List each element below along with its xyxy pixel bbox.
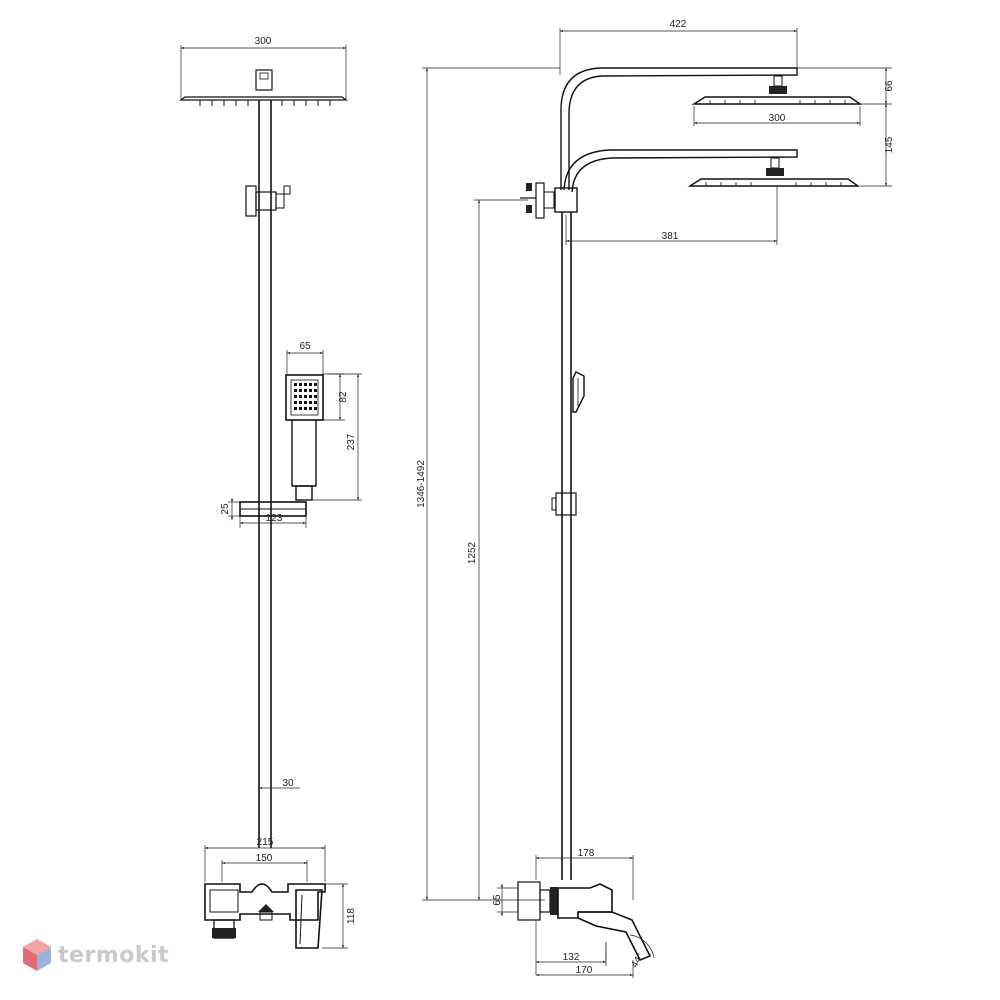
soap-shelf bbox=[239, 501, 307, 517]
dim-bracket-height: 1252 bbox=[467, 541, 478, 564]
side-hand-shower bbox=[572, 371, 585, 413]
shower-rail bbox=[258, 100, 272, 848]
upper-shower-arm bbox=[560, 67, 798, 190]
lower-shower-head bbox=[687, 178, 861, 187]
dim-total-height: 1346-1492 bbox=[416, 460, 427, 508]
side-view: 422 300 66 145 bbox=[416, 19, 895, 978]
hand-shower bbox=[285, 374, 324, 501]
dim-shelf-height: 25 bbox=[220, 503, 231, 515]
brand-cube-icon bbox=[23, 939, 51, 971]
dim-side-head-width: 300 bbox=[769, 113, 786, 124]
dim-inlet-diameter: 65 bbox=[492, 894, 503, 906]
dim-rail-width: 30 bbox=[282, 778, 294, 789]
dim-shelf-width: 123 bbox=[266, 513, 283, 524]
bath-mixer-side bbox=[517, 881, 652, 962]
brand-logo: termokit bbox=[22, 938, 169, 972]
side-slider bbox=[551, 492, 577, 516]
side-rail bbox=[561, 212, 572, 880]
lower-shower-arm bbox=[563, 149, 798, 193]
dim-spout-reach: 132 bbox=[563, 952, 580, 963]
dim-side-arm-length: 422 bbox=[670, 19, 687, 30]
dim-hand-head-height: 82 bbox=[338, 391, 349, 403]
dim-head-drop: 145 bbox=[884, 136, 895, 153]
front-view: 300 6 bbox=[179, 36, 362, 949]
diverter-bracket bbox=[245, 185, 291, 217]
dim-lower-arm-reach: 381 bbox=[662, 231, 679, 242]
dim-head-height: 66 bbox=[884, 80, 895, 92]
brand-name: termokit bbox=[58, 942, 170, 968]
side-diverter-bracket bbox=[520, 182, 578, 219]
dim-front-head-width: 300 bbox=[255, 36, 272, 47]
dim-hand-total-height: 237 bbox=[346, 433, 357, 450]
dim-inlet-spacing: 150 bbox=[256, 853, 273, 864]
dim-spout-length: 178 bbox=[578, 848, 595, 859]
bath-mixer-front bbox=[204, 883, 326, 949]
hand-shower-nozzles bbox=[294, 383, 317, 410]
dim-mixer-width: 215 bbox=[257, 837, 274, 848]
overhead-shower-head bbox=[179, 69, 348, 106]
upper-shower-head bbox=[691, 96, 863, 105]
dim-mixer-height: 118 bbox=[346, 908, 357, 924]
dim-hand-shower-width: 65 bbox=[299, 341, 311, 352]
dim-mixer-depth: 170 bbox=[576, 965, 593, 976]
dim-spout-angle: 44° bbox=[629, 951, 646, 970]
